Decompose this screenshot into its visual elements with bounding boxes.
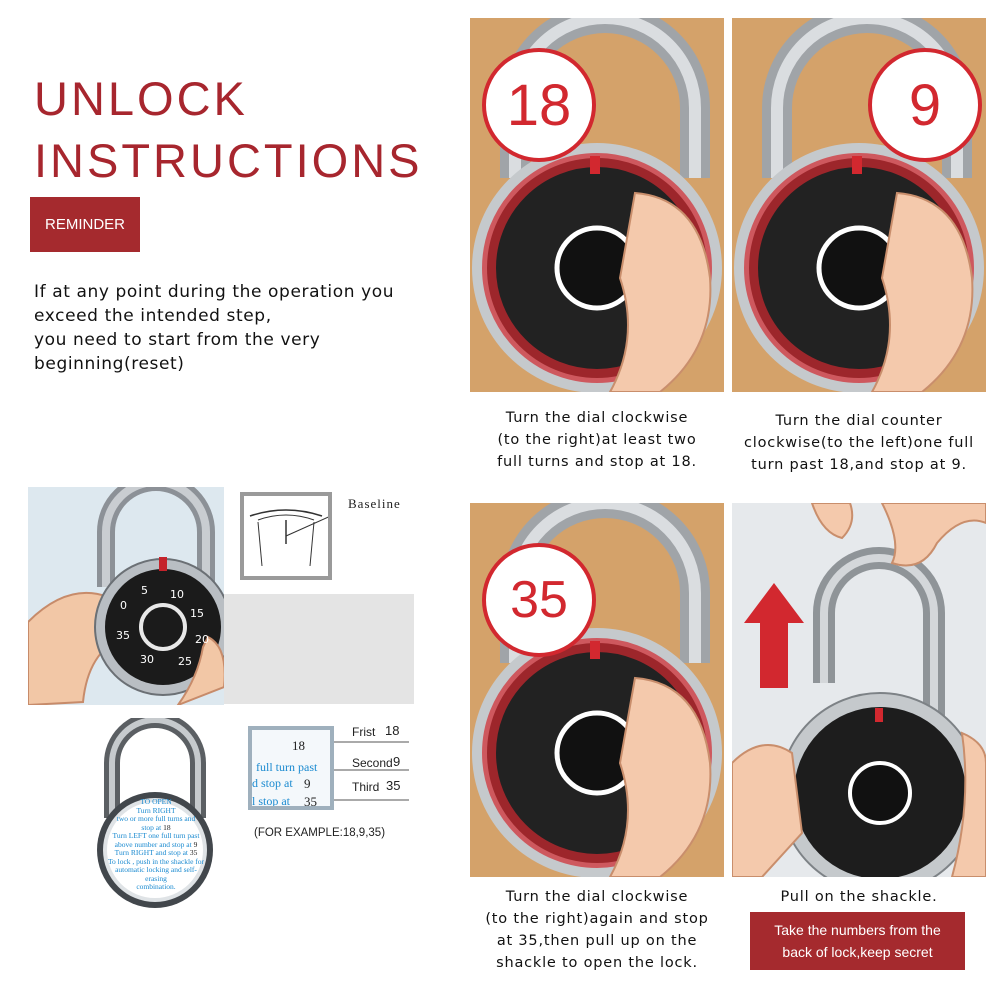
zoom-text: d stop at (252, 776, 293, 790)
dial-number: 10 (170, 588, 184, 601)
lock-back: TO OPEN Turn RIGHT two or more full turn… (80, 712, 230, 908)
caption-line: turn past 18,and stop at 9. (751, 457, 967, 473)
label-line: To lock , push in the shackle for (107, 856, 205, 866)
legend-second-label: Second (352, 756, 393, 770)
legend-second-value: 9 (393, 754, 401, 769)
warning-line: you need to start from the very (34, 330, 321, 350)
caption-line: Turn the dial clockwise (505, 410, 689, 426)
caption-line: Turn the dial counter (775, 413, 943, 429)
warning-line: If at any point during the operation you (34, 282, 395, 302)
gray-band (224, 594, 414, 704)
step-4-image (732, 503, 986, 877)
hand-lock-illustration: 5 10 15 20 25 30 35 0 (27, 473, 232, 708)
step-2-caption: Turn the dial counter clockwise(to the l… (732, 410, 986, 476)
caption-line: (to the right)again and stop (485, 911, 709, 927)
step-4-caption: Pull on the shackle. (732, 886, 986, 908)
legend-first-label: Frist (352, 725, 376, 739)
dial-number: 25 (178, 655, 192, 668)
keep-secret-note: Take the numbers from the back of lock,k… (750, 912, 965, 970)
step-3-image: 35 (470, 503, 724, 877)
label-line: above number and stop at 9 (114, 839, 198, 849)
caption-line: Pull on the shackle. (780, 889, 938, 905)
lock-back-icon (97, 712, 213, 908)
caption-line: shackle to open the lock. (496, 955, 698, 971)
lock-dial-icon (470, 18, 724, 392)
zoom-value: 18 (292, 738, 305, 753)
step-1-number-badge: 18 (482, 48, 596, 162)
baseline-mark-icon (249, 509, 345, 567)
caption-line: Turn the dial clockwise (505, 889, 689, 905)
reminder-badge: REMINDER (30, 197, 140, 252)
step-3-number-badge: 35 (482, 543, 596, 657)
baseline-diagram (240, 492, 345, 580)
label-line: Turn RIGHT (136, 805, 176, 815)
pull-shackle-icon (732, 503, 986, 877)
label-line: two or more full turns and (116, 814, 196, 823)
dial-number: 0 (120, 599, 127, 612)
example-note: (FOR EXAMPLE:18,9,35) (254, 827, 386, 839)
legend-third-label: Third (352, 780, 380, 794)
label-line: stop at 18 (141, 822, 171, 832)
caption-line: (to the right)at least two (497, 432, 697, 448)
title-line-2: INSTRUCTIONS (34, 134, 423, 187)
step-2-number-badge: 9 (868, 48, 982, 162)
note-line: Take the numbers from the (774, 922, 941, 938)
title-line-1: UNLOCK (34, 72, 248, 125)
caption-line: full turns and stop at 18. (497, 454, 697, 470)
zoom-card: 18 full turn past d stop at 9 l stop at … (248, 726, 334, 810)
caption-line: at 35,then pull up on the (496, 933, 698, 949)
baseline-label: Baseline (348, 496, 401, 511)
dial-number: 20 (195, 633, 209, 646)
legend-first-value: 18 (385, 723, 400, 738)
label-line: automatic locking and self-erasing (115, 865, 197, 883)
step-3-caption: Turn the dial clockwise (to the right)ag… (470, 886, 724, 974)
up-arrow-icon (744, 583, 804, 688)
step-2-image: 9 (732, 18, 986, 392)
hand-lock-icon (27, 473, 232, 708)
zoom-text: full turn past (256, 760, 318, 774)
legend-leader-lines (334, 741, 409, 801)
note-line: back of lock,keep secret (782, 944, 933, 960)
dial-number: 35 (116, 629, 130, 642)
dial-number: 30 (140, 653, 154, 666)
zoom-value: 35 (304, 794, 317, 809)
step-1-caption: Turn the dial clockwise (to the right)at… (470, 407, 724, 473)
dial-number: 15 (190, 607, 204, 620)
legend-third-value: 35 (386, 778, 401, 793)
warning-line: beginning(reset) (34, 354, 185, 374)
label-line: combination. (136, 882, 176, 891)
zoom-text: l stop at (252, 794, 290, 808)
warning-line: exceed the intended step, (34, 306, 272, 326)
reset-warning: If at any point during the operation you… (34, 280, 474, 376)
label-line: Turn RIGHT and stop at 35 (114, 848, 198, 857)
label-line: TO OPEN (140, 797, 172, 806)
step-1-image: 18 (470, 18, 724, 392)
label-line: Turn LEFT one full turn past (112, 831, 200, 840)
zoom-value: 9 (304, 776, 311, 791)
dial-number: 5 (141, 584, 148, 597)
caption-line: clockwise(to the left)one full (744, 435, 974, 451)
lock-back-label: TO OPEN Turn RIGHT two or more full turn… (106, 797, 206, 892)
